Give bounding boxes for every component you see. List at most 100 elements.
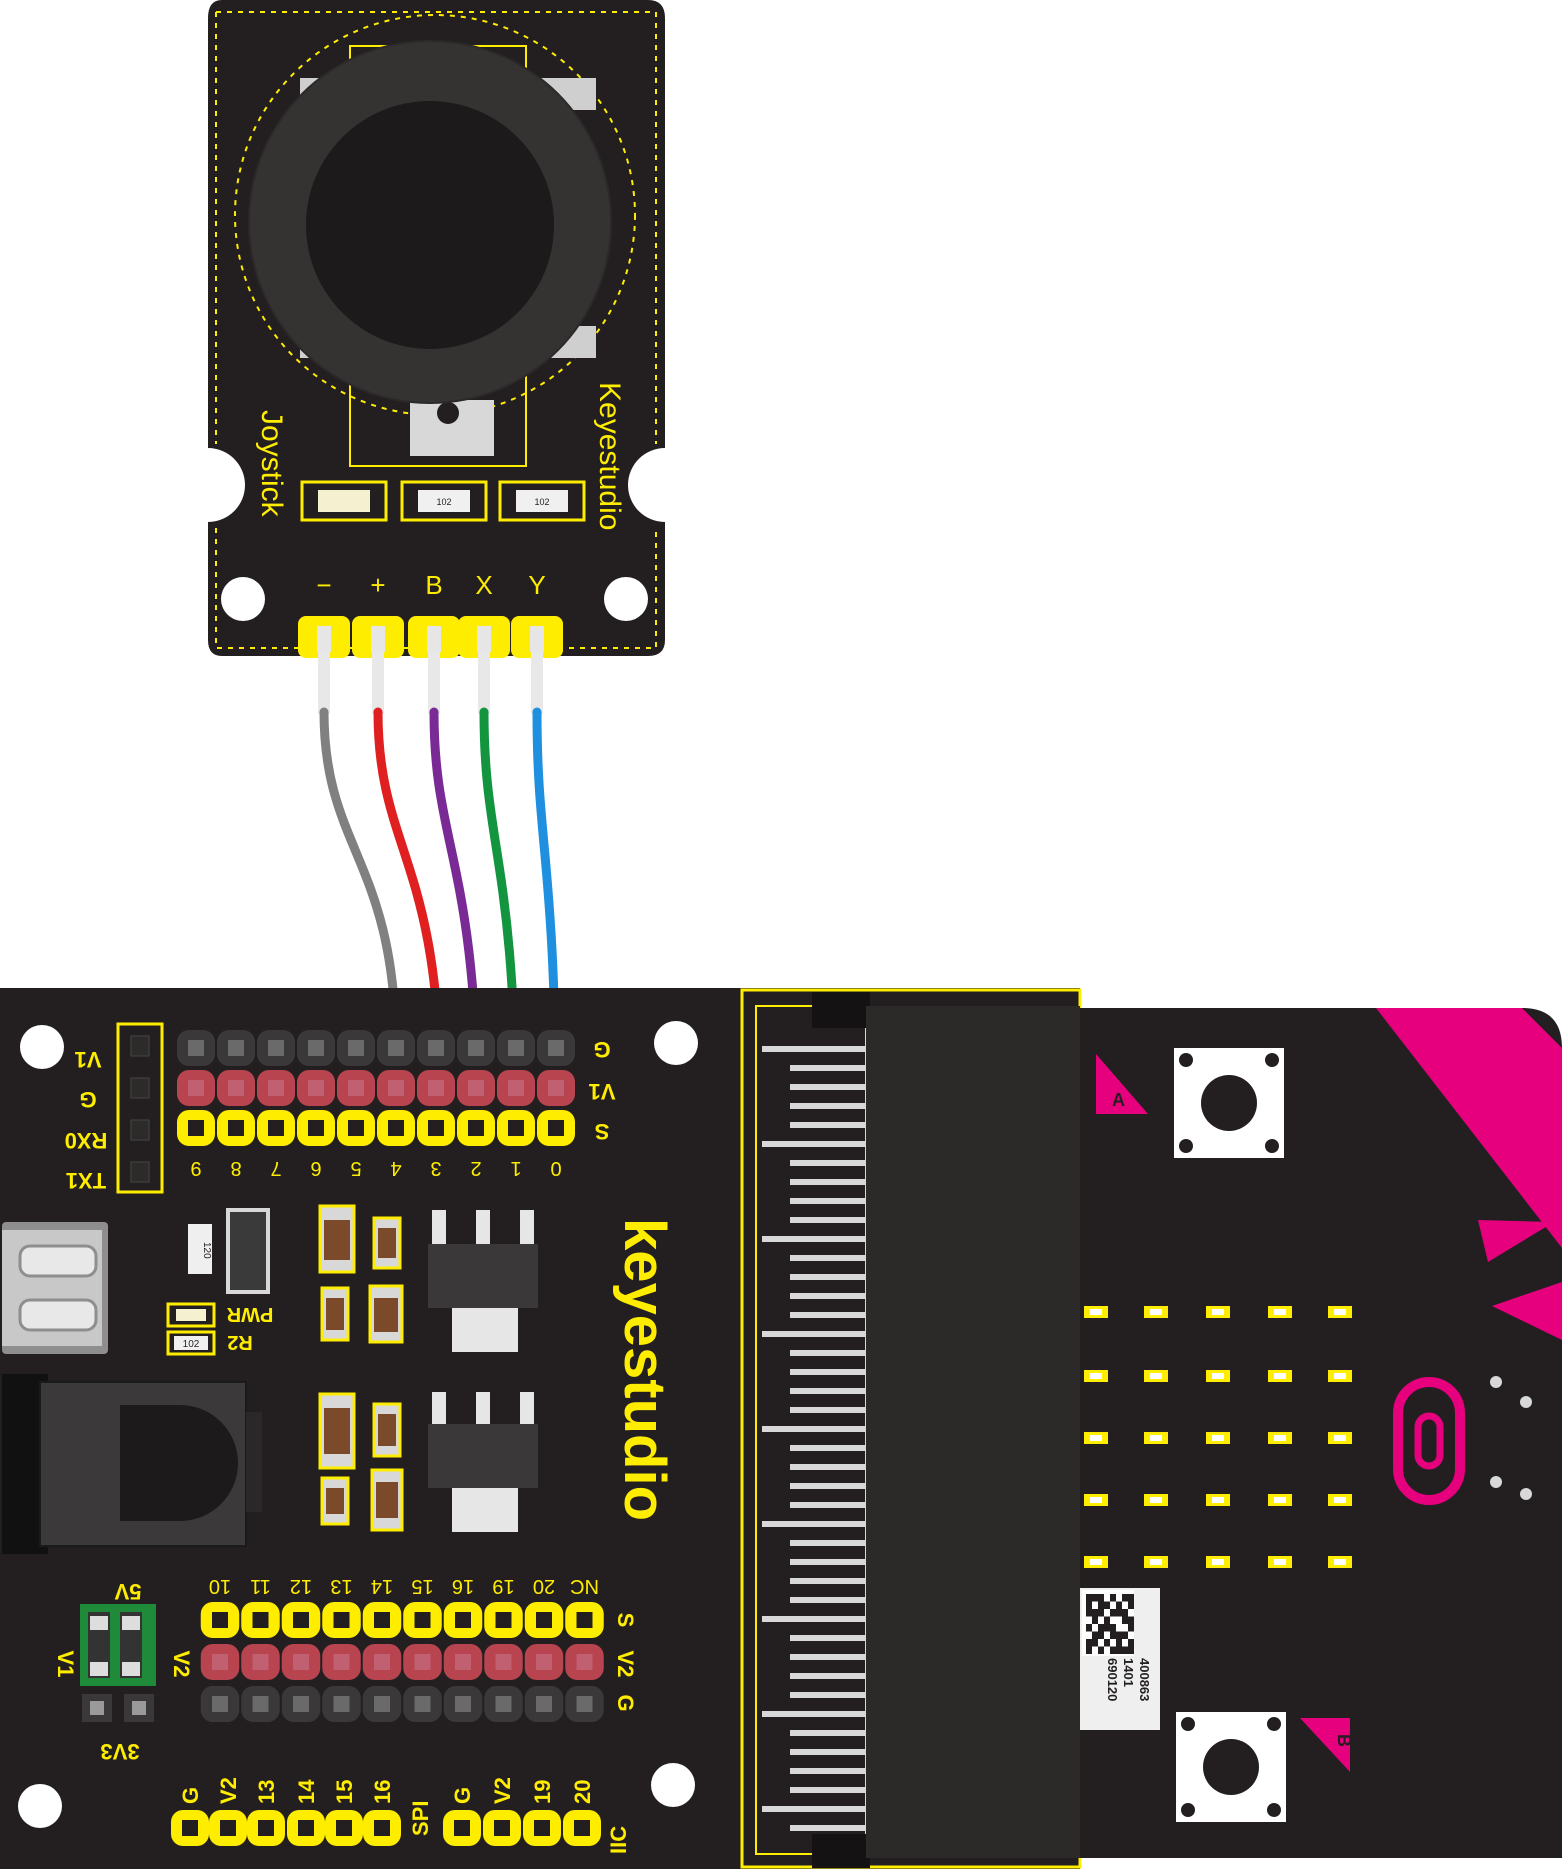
wire-sleeve [531, 652, 543, 714]
led-lens [1212, 1373, 1224, 1379]
voltage-jumper[interactable] [80, 1604, 156, 1722]
pin-post [336, 1820, 352, 1836]
led-lens [1212, 1497, 1224, 1503]
qr-module [1098, 1601, 1104, 1609]
led-lens [1274, 1309, 1286, 1315]
top-pin-number: 7 [270, 1157, 281, 1179]
sticker-line: 690120 [1105, 1658, 1120, 1701]
qr-module [1122, 1616, 1128, 1624]
pin-post [388, 1040, 404, 1056]
resistor-code: 120 [201, 1242, 212, 1259]
bottom-pin-number: 11 [250, 1575, 271, 1597]
pin-post [530, 626, 544, 652]
pin-post [212, 1696, 228, 1712]
left-header-label: G [79, 1087, 96, 1112]
pin-post [348, 1120, 364, 1136]
qr-module [1092, 1594, 1098, 1602]
qr-module [1110, 1631, 1116, 1639]
bottom-row-label-v2: V2 [613, 1651, 638, 1678]
iic-pin-label: G [450, 1787, 475, 1804]
pin-post [414, 1654, 431, 1670]
pin-post [427, 626, 441, 652]
edge-finger [790, 1540, 866, 1546]
edge-finger [790, 1217, 866, 1223]
iic-pin-label: V2 [490, 1777, 515, 1804]
edge-finger [790, 1274, 866, 1280]
qr-module [1128, 1646, 1134, 1654]
pin-post [317, 626, 331, 652]
button-a[interactable] [1174, 1048, 1284, 1158]
bottom-row-label-s: S [613, 1613, 638, 1628]
qr-module [1092, 1609, 1098, 1617]
mounting-hole [18, 1784, 62, 1828]
pin-post [536, 1654, 552, 1670]
pin-post [576, 1612, 593, 1628]
edge-finger [762, 1711, 866, 1717]
dc-power-jack[interactable] [2, 1374, 262, 1554]
pin-post [414, 1696, 431, 1712]
pin-post [130, 1119, 150, 1141]
qr-module [1110, 1646, 1116, 1654]
pin-post [388, 1120, 404, 1136]
pin-post [374, 1654, 390, 1670]
button-b[interactable] [1176, 1712, 1286, 1822]
touch-logo[interactable] [1393, 1376, 1532, 1505]
edge-finger [762, 1616, 866, 1622]
edge-finger [790, 1084, 866, 1090]
pin-post [333, 1654, 350, 1670]
mounting-hole [221, 577, 265, 621]
pin-post [374, 1612, 390, 1628]
joystick-brand-label: Keyestudio [593, 382, 626, 530]
jumper-label-5v: 5V [114, 1579, 141, 1604]
pin-post [534, 1820, 550, 1836]
led-lens [1090, 1309, 1102, 1315]
pin-post [298, 1820, 314, 1836]
edge-finger [790, 1160, 866, 1166]
joystick-pin-header[interactable] [298, 616, 563, 658]
edge-finger [790, 1065, 866, 1071]
pin-post [188, 1120, 204, 1136]
pin-post [228, 1040, 244, 1056]
jumper-label-v2: V2 [169, 1651, 194, 1678]
capacitor-group [318, 1204, 404, 1344]
led-lens [1274, 1497, 1286, 1503]
pin-post [428, 1120, 444, 1136]
led-lens [1150, 1373, 1162, 1379]
qr-module [1104, 1601, 1110, 1609]
qr-module [1122, 1609, 1128, 1617]
spi-pin-label: 13 [254, 1780, 279, 1804]
led-lens [1334, 1309, 1346, 1315]
pin-post [308, 1040, 324, 1056]
pin-post [220, 1820, 236, 1836]
edge-finger [790, 1483, 866, 1489]
pin-label-gnd: − [316, 570, 331, 600]
qr-module [1092, 1616, 1098, 1624]
qr-module [1086, 1646, 1092, 1654]
bottom-pin-header[interactable] [200, 1602, 604, 1722]
top-pin-number: 3 [430, 1157, 441, 1179]
qr-module [1110, 1609, 1116, 1617]
led-lens [1090, 1435, 1102, 1441]
pin-post [576, 1654, 593, 1670]
top-pin-header[interactable] [177, 1030, 575, 1146]
qr-module [1128, 1616, 1134, 1624]
edge-finger [762, 1236, 866, 1242]
usb-port[interactable] [2, 1222, 108, 1354]
pin-post [455, 1654, 471, 1670]
pin-post [508, 1080, 524, 1096]
top-pin-number: 4 [390, 1157, 401, 1179]
pin-post [308, 1080, 324, 1096]
top-pin-number: 2 [470, 1157, 481, 1179]
qr-module [1092, 1631, 1098, 1639]
bottom-pin-number: NC [570, 1575, 599, 1597]
pin-post [293, 1654, 309, 1670]
edge-finger [790, 1312, 866, 1318]
pin-post [268, 1080, 284, 1096]
led-lens [1334, 1373, 1346, 1379]
top-row-label-v1: V1 [589, 1079, 616, 1104]
pin-post [252, 1696, 269, 1712]
qr-module [1128, 1594, 1134, 1602]
edge-finger [790, 1464, 866, 1470]
spi-iic-header[interactable] [171, 1810, 601, 1846]
button-b-label: B [1334, 1734, 1354, 1747]
